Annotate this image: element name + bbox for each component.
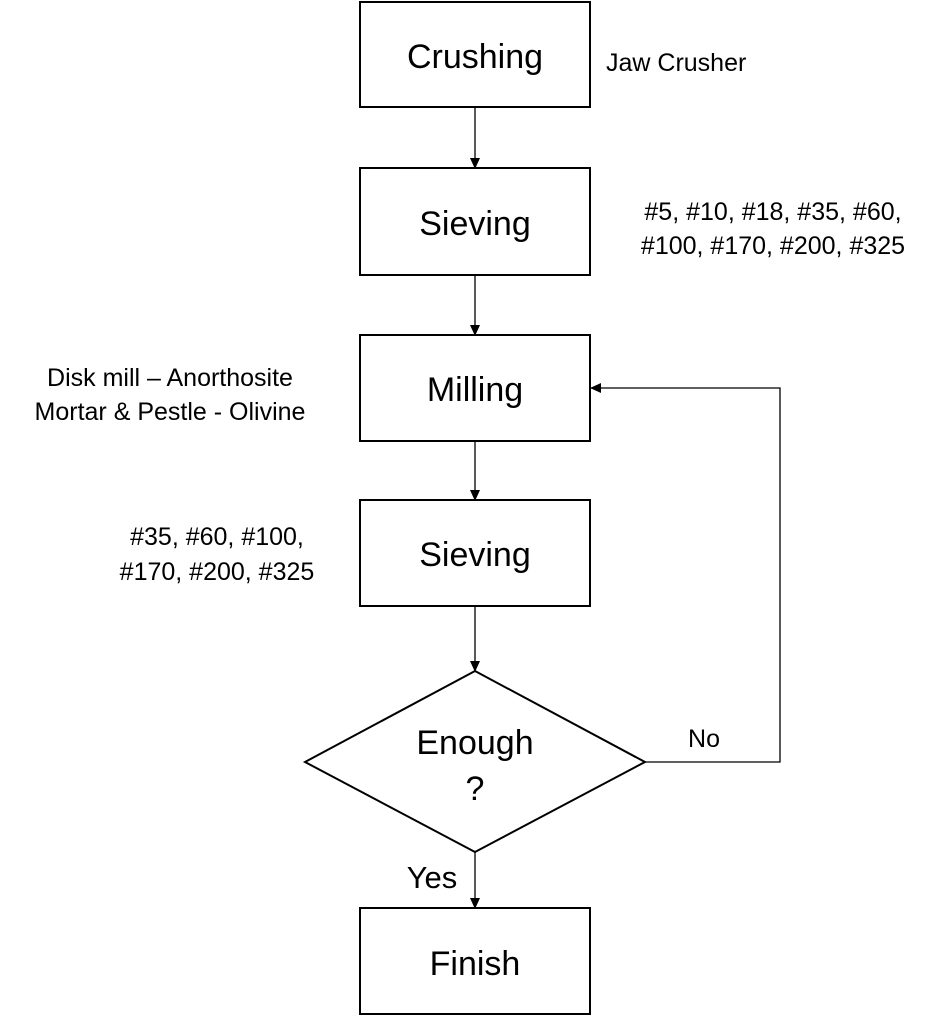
edge-label-yes: Yes <box>407 860 458 895</box>
milling-note-line1: Disk mill – Anorthosite <box>47 364 293 392</box>
finish-box <box>359 907 591 1015</box>
sieving-label-2: Sieving <box>419 536 531 574</box>
milling-note-line2: Mortar & Pestle - Olivine <box>35 398 306 426</box>
sieving-label-1: Sieving <box>419 205 531 243</box>
sieving-2-note-line1: #35, #60, #100, <box>130 523 304 551</box>
crushing-label: Crushing <box>407 38 543 76</box>
finish-label: Finish <box>430 945 521 983</box>
sieving-box-1 <box>359 167 591 276</box>
decision-label-line1: Enough <box>416 724 533 762</box>
sieving-2-note-line2: #170, #200, #325 <box>120 558 315 586</box>
sieving-1-note-line2: #100, #170, #200, #325 <box>641 232 905 260</box>
crushing-box <box>359 1 591 108</box>
decision-label-line2: ? <box>466 770 485 808</box>
arrow-no-loop-to-milling <box>590 383 781 763</box>
milling-box <box>359 334 591 442</box>
sieving-1-note-line1: #5, #10, #18, #35, #60, <box>644 198 901 226</box>
milling-label: Milling <box>427 371 523 409</box>
edge-label-no: No <box>688 725 720 753</box>
decision-diamond <box>302 669 648 854</box>
crushing-note: Jaw Crusher <box>606 49 746 77</box>
sieving-box-2 <box>359 499 591 607</box>
